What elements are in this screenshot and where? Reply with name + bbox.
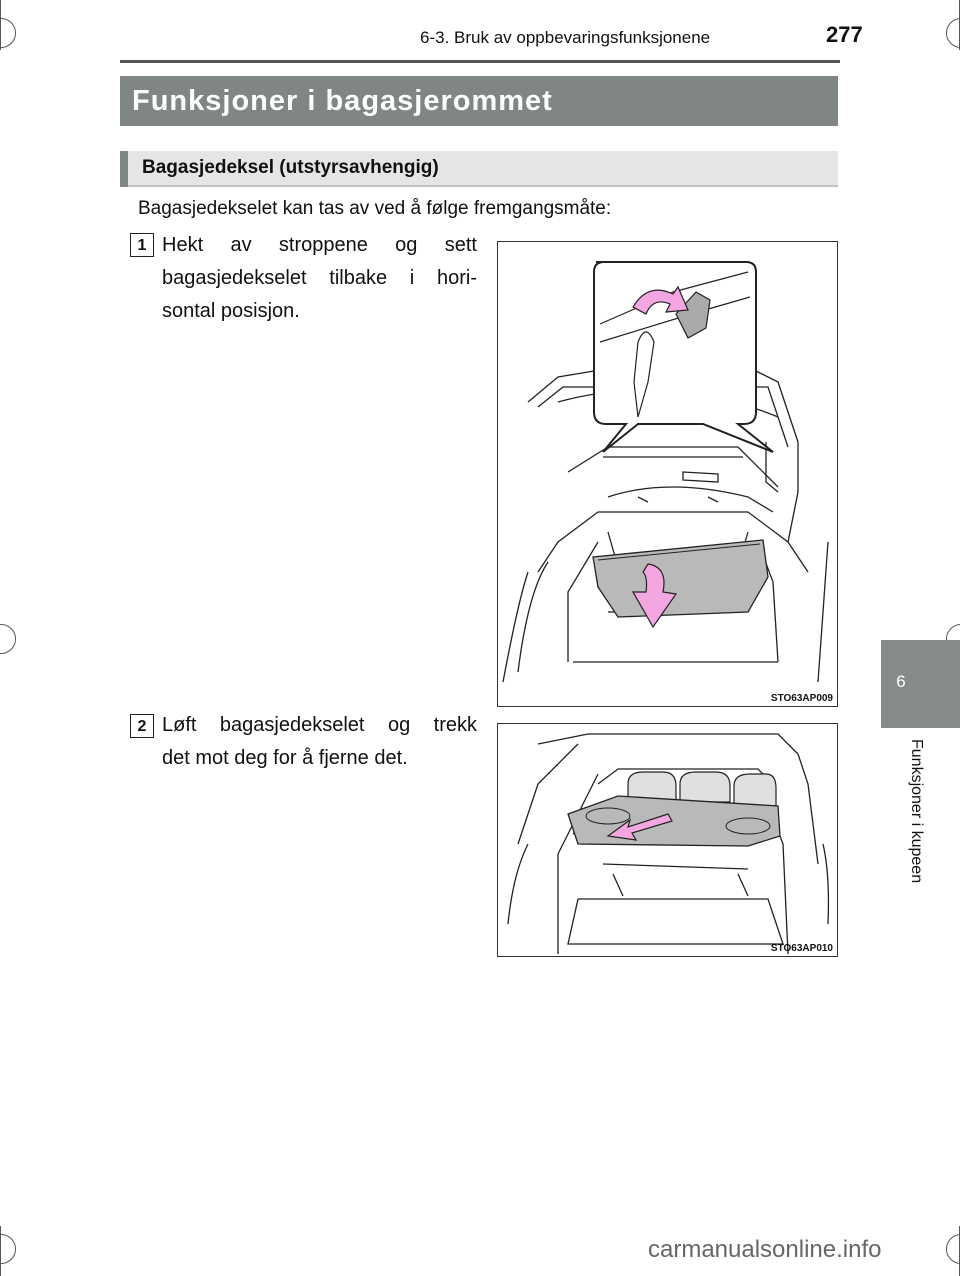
chapter-title: Funksjoner i kupeen	[908, 739, 925, 884]
chapter-number: 6	[896, 672, 906, 691]
step-line: bagasjedekselet tilbake i hori-	[162, 267, 477, 289]
crop-mark-mid-left	[0, 624, 16, 654]
page-number: 277	[826, 22, 863, 47]
step-line: sontal posisjon.	[162, 300, 300, 322]
step-2-text: Løft bagasjedekselet og trekk det mot de…	[162, 709, 477, 775]
subsection-accent-bar	[120, 151, 128, 187]
figure-step-2: STO63AP010	[497, 723, 838, 957]
crop-mark-bottom-left	[0, 1234, 16, 1264]
figure-step-1: STO63AP009	[497, 241, 838, 707]
crop-line	[0, 1226, 1, 1276]
step-line: det mot deg for å fjerne det.	[162, 747, 408, 769]
section-title: Funksjoner i bagasjerommet	[120, 76, 838, 126]
figure-code: STO63AP010	[770, 943, 833, 954]
running-title: 6-3. Bruk av oppbevaringsfunksjonene	[420, 28, 711, 47]
subsection-title: Bagasjedeksel (utstyrsavhengig)	[142, 157, 439, 178]
step-number-badge: 2	[130, 714, 154, 738]
car-trunk-illustration	[507, 733, 830, 955]
step-1-text: Hekt av stroppene og sett bagasjedeksele…	[162, 229, 477, 328]
crop-line	[0, 0, 1, 50]
step-number-badge: 1	[130, 233, 154, 257]
car-trunk-illustration	[502, 261, 829, 683]
subsection-header: Bagasjedeksel (utstyrsavhengig)	[120, 151, 838, 187]
step-line: Løft bagasjedekselet og trekk	[162, 714, 477, 736]
crop-mark-top-right	[946, 18, 960, 48]
figure-code: STO63AP009	[770, 693, 833, 704]
step-line: Hekt av stroppene og sett	[162, 234, 477, 256]
crop-mark-top-left	[0, 18, 16, 48]
chapter-tab	[881, 640, 960, 728]
crop-mark-bottom-right	[946, 1234, 960, 1264]
header-rule	[120, 60, 840, 63]
footer-watermark: carmanualsonline.info	[648, 1236, 882, 1263]
intro-text: Bagasjedekselet kan tas av ved å følge f…	[138, 198, 612, 219]
